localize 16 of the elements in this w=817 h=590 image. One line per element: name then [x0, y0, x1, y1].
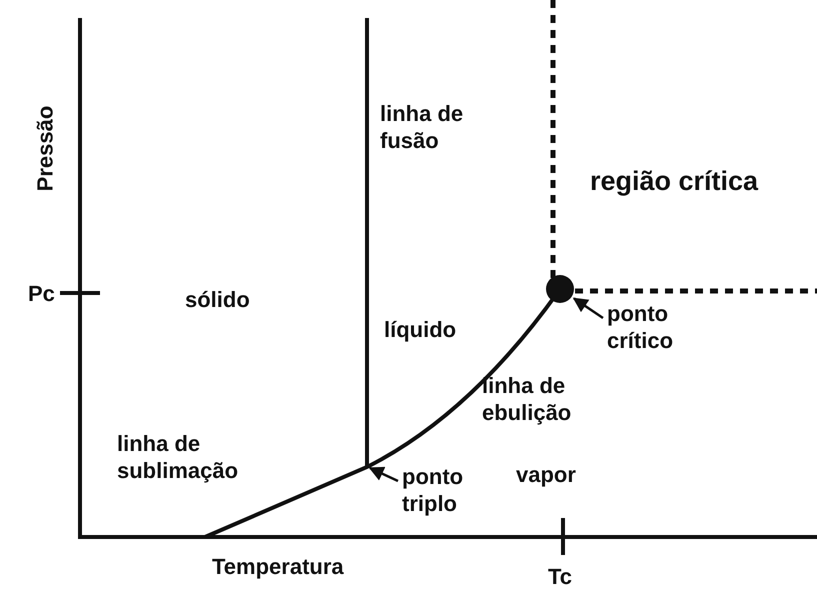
region-label: vapor	[516, 461, 577, 488]
axis-title: Pressão	[32, 104, 58, 194]
region-label: líquido	[384, 316, 458, 343]
tick-label: Tc	[548, 563, 574, 590]
curve-label: linha de ebulição	[482, 372, 572, 426]
curve-label: linha de sublimação	[117, 430, 240, 484]
callout-text: ponto triplo	[402, 463, 492, 517]
tick-label: Pc	[28, 280, 56, 307]
callout-text: ponto crítico	[607, 300, 717, 354]
leader-line	[572, 297, 604, 320]
critical-point-dot	[546, 275, 574, 303]
curve-label: linha de fusão	[380, 100, 464, 154]
region-label: região crítica	[590, 168, 760, 195]
leader-line	[368, 466, 399, 482]
region-label: sólido	[185, 286, 251, 313]
axis-title: Temperatura	[212, 553, 345, 580]
